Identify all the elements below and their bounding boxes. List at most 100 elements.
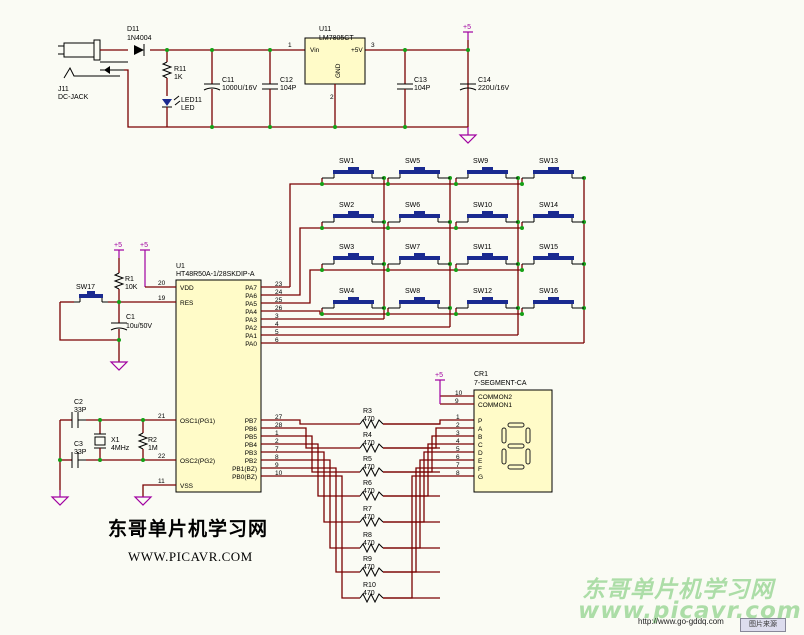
x1-ref: X1 — [111, 437, 120, 444]
disp-common-label-0: COMMON2 — [478, 394, 512, 401]
mcu-pin-label-r15: PB0(BZ) — [232, 474, 257, 481]
disp-seg-label-4: D — [478, 450, 483, 457]
key-label-5: SW6 — [405, 202, 420, 209]
mcu-pin-num-left-3: 22 — [158, 453, 166, 460]
res-value-1: 470 — [363, 440, 375, 447]
c3-value: 33P — [74, 449, 87, 456]
key-switch-sw10: SW10 — [456, 202, 518, 223]
res-ref-1: R4 — [363, 432, 372, 439]
mcu-pin-num-right-5: 4 — [275, 321, 279, 328]
mcu-pin-num-right-13: 8 — [275, 454, 279, 461]
disp-seg-num-1: 2 — [456, 422, 460, 429]
mcu-pin-num-right-4: 3 — [275, 313, 279, 320]
c1-ref: C1 — [126, 314, 135, 321]
mcu-pin-num-left-4: 11 — [158, 478, 165, 485]
disp-seg-num-7: 8 — [456, 470, 460, 477]
c13-value: 104P — [414, 85, 431, 92]
led11-ref: LED11 — [181, 97, 202, 104]
mcu-pin-label-4: VSS — [180, 483, 194, 490]
key-switch-sw4: SW4 — [322, 288, 384, 309]
c12-ref: C12 — [280, 77, 293, 84]
key-switch-sw12: SW12 — [456, 288, 518, 309]
key-switch-sw3: SW3 — [322, 244, 384, 265]
power-symbol-top: +5 — [463, 24, 473, 40]
mcu-pin-label-r7: PA0 — [245, 341, 257, 348]
key-label-0: SW1 — [339, 158, 354, 165]
sw17-ref: SW17 — [76, 284, 95, 291]
key-switch-sw6: SW6 — [388, 202, 450, 223]
mcu-pin-num-right-14: 9 — [275, 462, 279, 469]
disp-seg-num-4: 5 — [456, 446, 460, 453]
source-url: http://www.go-gddq.com — [638, 617, 724, 626]
c2-ref: C2 — [74, 399, 83, 406]
cap-c11: C11 1000U/16V — [203, 50, 257, 127]
key-label-10: SW11 — [473, 244, 492, 251]
disp-seg-label-0: P — [478, 418, 482, 425]
mcu-pin-num-left-1: 19 — [158, 295, 166, 302]
key-switch-sw15: SW15 — [522, 244, 584, 265]
power-section: J11 DC-JACK D11 1N4004 R11 — [58, 24, 509, 144]
disp-seg-num-3: 4 — [456, 438, 460, 445]
u11-vin: Vin — [310, 47, 320, 54]
supply-label-disp: +5 — [435, 372, 443, 379]
r2-value: 1M — [148, 445, 158, 452]
mcu-pin-label-3: OSC2(PG2) — [180, 458, 215, 465]
mcu-pin-num-right-9: 28 — [275, 422, 283, 429]
led11-name: LED — [181, 105, 195, 112]
disp-seg-num-2: 3 — [456, 430, 460, 437]
mcu-pin-label-r12: PB3 — [245, 450, 258, 457]
res-value-6: 470 — [363, 564, 375, 571]
mcu-pin-label-1: RES — [180, 300, 194, 307]
mcu-pin-label-r3: PA4 — [245, 309, 257, 316]
mcu-pin-label-r11: PB4 — [245, 442, 258, 449]
disp-seg-num-0: 1 — [456, 414, 460, 421]
disp-seg-label-2: B — [478, 434, 482, 441]
ground-symbol-power — [458, 134, 478, 144]
u1-ref: U1 — [176, 263, 185, 270]
res-ref-2: R5 — [363, 456, 372, 463]
mcu-pin-num-right-10: 1 — [275, 430, 279, 437]
key-switch-sw1: SW1 — [322, 158, 384, 179]
disp-seg-label-7: G — [478, 474, 483, 481]
res-ref-5: R8 — [363, 532, 372, 539]
c12-value: 104P — [280, 85, 297, 92]
c11-value: 1000U/16V — [222, 85, 257, 92]
u11-pin1: 1 — [288, 42, 292, 49]
r1-value: 10K — [125, 284, 138, 291]
mcu-pin-label-r2: PA5 — [245, 301, 257, 308]
key-label-1: SW5 — [405, 158, 420, 165]
u11-pin3: 3 — [371, 42, 375, 49]
key-switch-sw8: SW8 — [388, 288, 450, 309]
mcu-pin-label-0: VDD — [180, 285, 194, 292]
r1-ref: R1 — [125, 276, 134, 283]
source-badge: 图片来源 — [740, 618, 786, 632]
res-value-5: 470 — [363, 540, 375, 547]
mcu-pin-label-r0: PA7 — [245, 285, 257, 292]
disp-seg-label-5: E — [478, 458, 483, 465]
c1-value: 10u/50V — [126, 323, 152, 330]
mcu-pin-label-r1: PA6 — [245, 293, 257, 300]
mcu-pin-label-r8: PB7 — [245, 418, 258, 425]
disp-seg-label-3: C — [478, 442, 483, 449]
key-switch-sw16: SW16 — [522, 288, 584, 309]
res-value-4: 470 — [363, 514, 375, 521]
res-ref-6: R9 — [363, 556, 372, 563]
cr1-name: 7-SEGMENT-CA — [474, 380, 527, 387]
c14-ref: C14 — [478, 77, 491, 84]
key-label-15: SW16 — [539, 288, 558, 295]
segment-resistors: R3470R4470R5470R6470R7470R8470R9470R1047… — [290, 408, 474, 604]
key-switch-sw9: SW9 — [456, 158, 518, 179]
r11-value: 1K — [174, 74, 183, 81]
x1-value: 4MHz — [111, 445, 130, 452]
mcu-pin-num-right-7: 6 — [275, 337, 279, 344]
u11-gnd: GND — [335, 63, 342, 78]
cr1-ref: CR1 — [474, 371, 488, 378]
disp-seg-label-1: A — [478, 426, 483, 433]
key-switch-sw7: SW7 — [388, 244, 450, 265]
key-label-3: SW13 — [539, 158, 558, 165]
u11-name: LM7805CT — [319, 35, 354, 42]
mcu-pin-num-right-0: 23 — [275, 281, 283, 288]
res-ref-7: R10 — [363, 582, 376, 589]
key-label-9: SW7 — [405, 244, 420, 251]
disp-seg-label-6: F — [478, 466, 482, 473]
